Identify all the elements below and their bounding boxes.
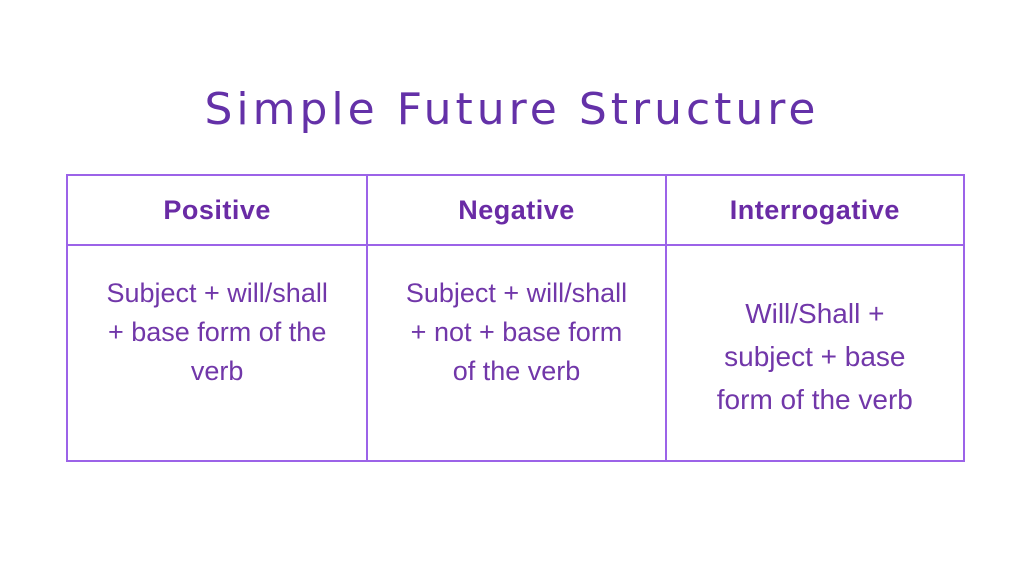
cell-line: Will/Shall +	[745, 298, 885, 329]
header-cell-negative: Negative	[366, 176, 664, 244]
cell-line: form of the verb	[716, 384, 913, 415]
cell-negative-content: Subject + will/shall + not + base form o…	[366, 244, 665, 460]
cell-line: verb	[190, 356, 244, 386]
cell-interrogative-content: Will/Shall + subject + base form of the …	[664, 244, 963, 460]
header-cell-positive: Positive	[163, 194, 271, 225]
header-cell-interrogative: Interrogative	[664, 176, 963, 244]
structure-table: Positive Negative Interrogative Subject …	[66, 174, 965, 462]
cell-line: subject + base	[724, 341, 906, 372]
cell-positive-content: Subject + will/shall + base form of the …	[68, 244, 367, 460]
cell-line: Subject + will/shall	[106, 278, 328, 308]
page-title: Simple Future Structure	[204, 84, 820, 135]
cell-line: Subject + will/shall	[405, 278, 628, 308]
cell-line: + not + base form	[410, 317, 623, 347]
cell-line: of the verb	[452, 356, 581, 386]
cell-line: + base form of the	[107, 317, 327, 347]
